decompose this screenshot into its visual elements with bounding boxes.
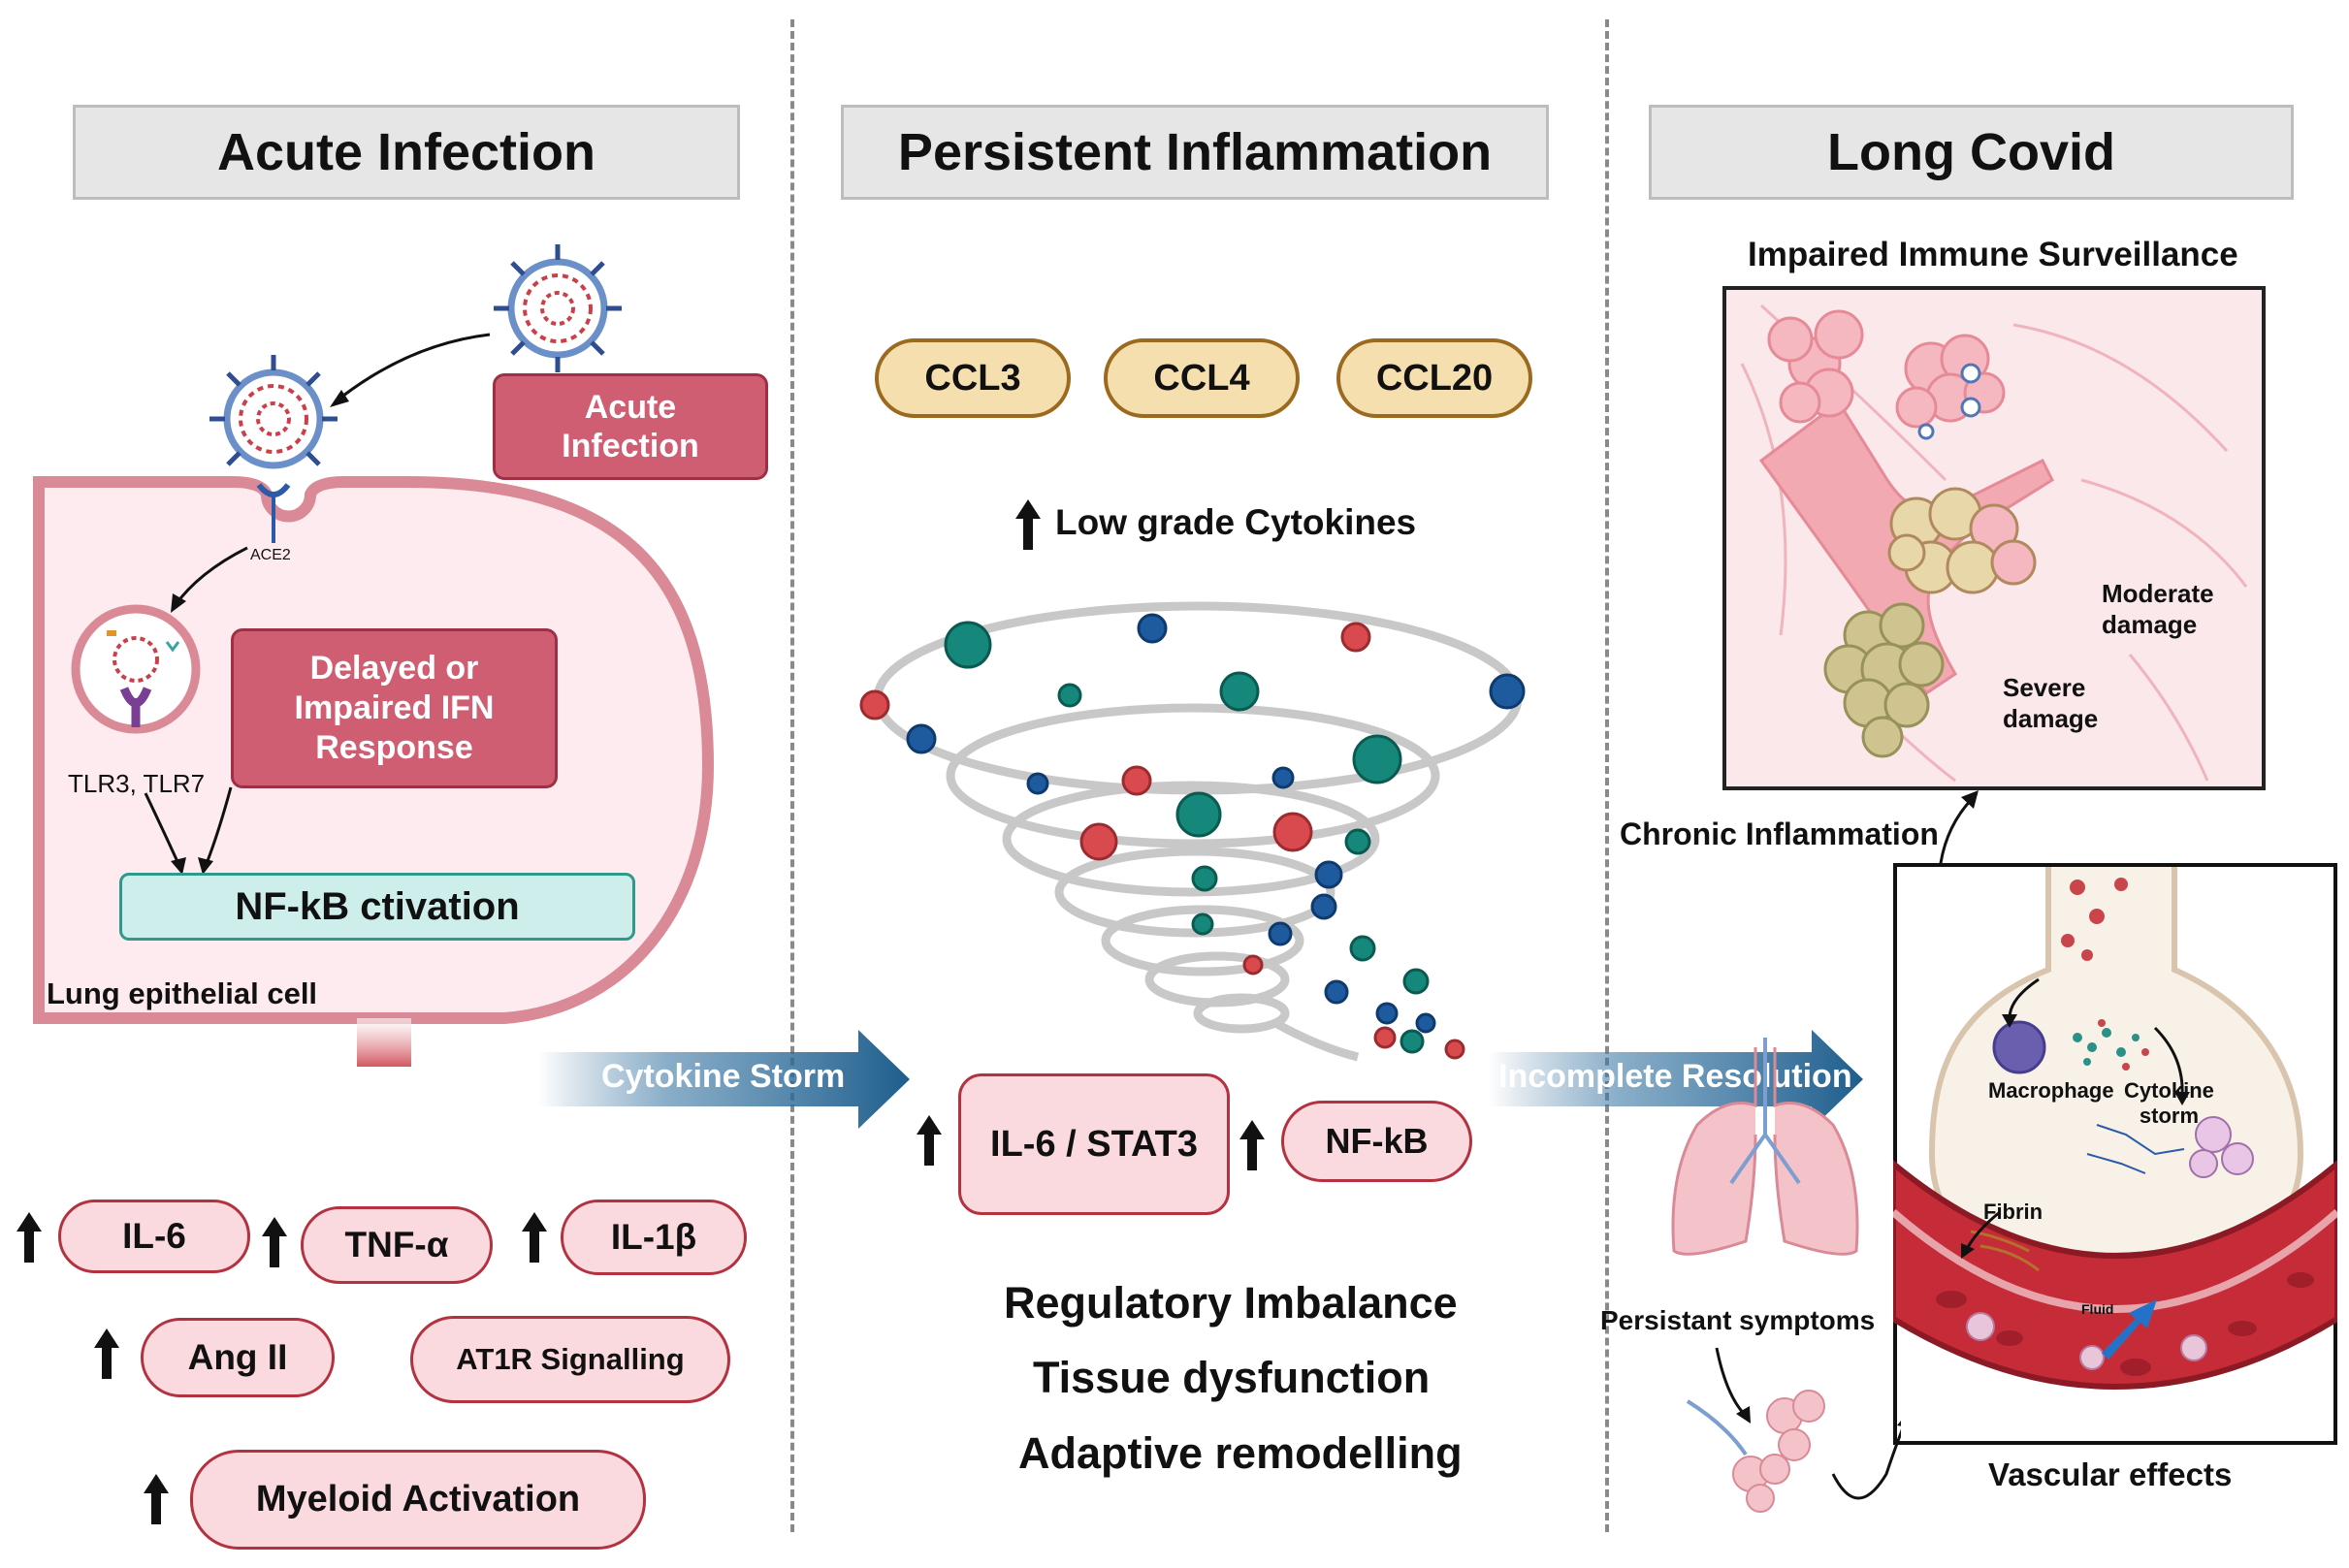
low-grade-cytokines: Low grade Cytokines bbox=[1055, 502, 1417, 542]
surveillance-title: Impaired Immune Surveillance bbox=[1748, 236, 2238, 273]
up-arrow-myeloid bbox=[144, 1474, 169, 1524]
cytokine-dots bbox=[859, 613, 1526, 1060]
panel-divider-right bbox=[1605, 19, 1609, 1532]
lung-damage-illustration bbox=[1722, 286, 2266, 790]
persistent-symptoms-illustration bbox=[1671, 1038, 1901, 1513]
chemokine-ccl4: CCL4 bbox=[1104, 338, 1300, 418]
outcome-regulatory-imbalance: Regulatory Imbalance bbox=[1004, 1278, 1458, 1328]
ifn-response-box: Delayed or Impaired IFN Response bbox=[231, 628, 558, 788]
up-arrow-il6-stat3 bbox=[917, 1115, 942, 1166]
il6-stat3-box: IL-6 / STAT3 bbox=[958, 1073, 1230, 1215]
chronic-inflammation-label: Chronic Inflammation bbox=[1620, 816, 1939, 851]
up-arrow-low-grade bbox=[1015, 499, 1041, 550]
cell-label: Lung epithelial cell bbox=[47, 976, 318, 1010]
severe-damage-label: Severe damage bbox=[2003, 673, 2099, 733]
macrophage-label: Macrophage bbox=[1988, 1078, 2114, 1103]
cytokine-storm-arrow bbox=[538, 1030, 910, 1129]
chemokine-ccl3: CCL3 bbox=[875, 338, 1071, 418]
chemokine-ccl20: CCL20 bbox=[1336, 338, 1532, 418]
fibrin-label: Fibrin bbox=[1983, 1200, 2043, 1224]
up-arrow-ang2 bbox=[94, 1328, 119, 1379]
header-persistent-inflammation: Persistent Inflammation bbox=[841, 105, 1549, 200]
fluid-label: Fluid bbox=[2081, 1301, 2114, 1317]
panel-divider-left bbox=[790, 19, 794, 1532]
tlr-label: TLR3, TLR7 bbox=[68, 769, 206, 798]
virus-free bbox=[494, 244, 622, 372]
marker-ang2: Ang II bbox=[141, 1318, 335, 1397]
virus-bound bbox=[209, 355, 338, 469]
up-arrow-nfkb bbox=[1239, 1120, 1265, 1170]
outcome-adaptive-remodelling: Adaptive remodelling bbox=[1018, 1428, 1463, 1478]
marker-at1r: AT1R Signalling bbox=[410, 1316, 730, 1403]
persistent-symptoms-label: Persistant symptoms bbox=[1600, 1305, 1876, 1335]
alveoli-healthy bbox=[1767, 309, 2006, 429]
up-arrow-il1b bbox=[522, 1212, 547, 1263]
incomplete-resolution-label: Incomplete Resolution bbox=[1498, 1058, 1852, 1095]
marker-il1b: IL-1β bbox=[561, 1200, 747, 1275]
nfkb-activation-box: NF-kB ctivation bbox=[119, 873, 635, 941]
up-arrow-tnf bbox=[262, 1217, 287, 1267]
alveoli-moderate bbox=[1887, 487, 2037, 594]
moderate-damage-label: Moderate damage bbox=[2102, 579, 2214, 639]
down-arrow-shaft bbox=[357, 1018, 411, 1067]
vascular-effects-label: Vascular effects bbox=[1988, 1456, 2233, 1492]
ace2-label: ACE2 bbox=[250, 547, 291, 563]
up-arrow-il6 bbox=[16, 1212, 42, 1263]
ace2-receptor bbox=[256, 483, 291, 543]
alveoli-severe bbox=[1823, 602, 1945, 758]
cytokine-storm-vascular-label: Cytokine storm bbox=[2124, 1078, 2214, 1128]
nfkb-box: NF-kB bbox=[1281, 1101, 1472, 1182]
lungs-icon bbox=[1671, 1047, 1859, 1256]
marker-myeloid: Myeloid Activation bbox=[190, 1450, 646, 1550]
header-acute-infection: Acute Infection bbox=[73, 105, 740, 200]
vascular-illustration bbox=[1893, 863, 2337, 1445]
alveoli-small-icon bbox=[1686, 1390, 1825, 1513]
header-long-covid: Long Covid bbox=[1649, 105, 2294, 200]
marker-il6: IL-6 bbox=[58, 1200, 250, 1273]
cytokine-storm-label: Cytokine Storm bbox=[601, 1058, 846, 1095]
endosome bbox=[71, 604, 201, 734]
incomplete-resolution-arrow bbox=[1489, 1030, 1863, 1129]
acute-infection-box: Acute Infection bbox=[493, 373, 768, 480]
cytokine-tornado bbox=[859, 601, 1526, 1062]
outcome-tissue-dysfunction: Tissue dysfunction bbox=[1033, 1353, 1431, 1402]
marker-tnf: TNF-α bbox=[301, 1206, 493, 1284]
